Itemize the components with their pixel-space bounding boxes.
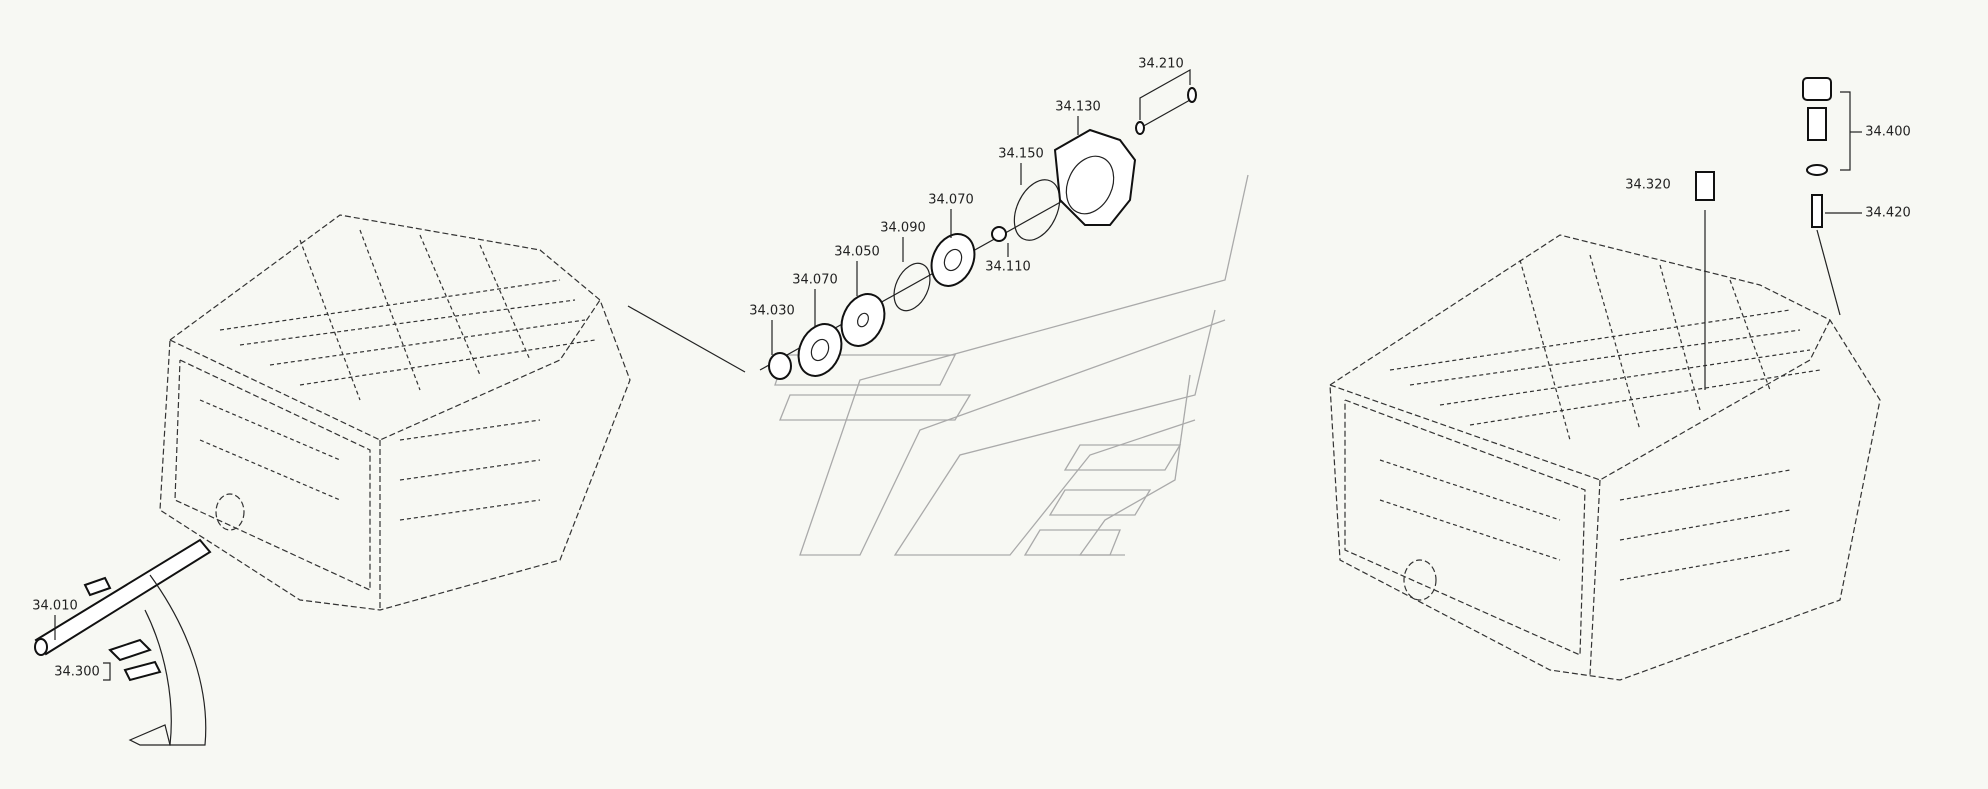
callout-34-400[interactable]: 34.400 <box>1865 124 1911 140</box>
callout-34-130[interactable]: 34.130 <box>1055 99 1101 115</box>
callout-34-300[interactable]: 34.300 <box>54 664 100 680</box>
callout-34-110[interactable]: 34.110 <box>985 259 1031 275</box>
right-parts <box>1695 77 1841 390</box>
callout-34-010[interactable]: 34.010 <box>32 598 78 614</box>
watermark-logo <box>774 174 1249 556</box>
exploded-assembly <box>627 87 1197 380</box>
leader-lines <box>54 68 1862 681</box>
callout-34-070-lower[interactable]: 34.070 <box>792 272 838 288</box>
callout-34-420[interactable]: 34.420 <box>1865 205 1911 221</box>
callout-34-030[interactable]: 34.030 <box>749 303 795 319</box>
callout-34-090[interactable]: 34.090 <box>880 220 926 236</box>
left-transmission-housing <box>159 214 631 611</box>
callout-34-150[interactable]: 34.150 <box>998 146 1044 162</box>
right-transmission-housing <box>1329 234 1881 681</box>
callout-34-320[interactable]: 34.320 <box>1625 177 1671 193</box>
callout-34-210[interactable]: 34.210 <box>1138 56 1184 72</box>
callout-34-050[interactable]: 34.050 <box>834 244 880 260</box>
shift-rail-shaft <box>34 538 212 746</box>
callout-34-070-upper[interactable]: 34.070 <box>928 192 974 208</box>
